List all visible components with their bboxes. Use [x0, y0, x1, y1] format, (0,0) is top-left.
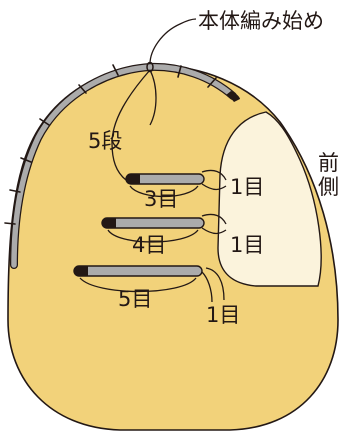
rows-label: 5段	[88, 129, 122, 153]
slot-3-tip	[126, 174, 140, 184]
slot-5-label: 5目	[118, 287, 152, 311]
slot-5-side-line-2	[205, 267, 225, 301]
slot-3-side-line	[201, 169, 227, 181]
band-tick	[20, 157, 32, 163]
slot-4-label: 4目	[132, 233, 166, 257]
start-band	[11, 64, 236, 268]
band-end-tip	[226, 91, 240, 102]
slot-3-side-label: 1目	[230, 175, 264, 199]
slot-4-bar	[101, 217, 205, 229]
slot-5-bar	[73, 265, 203, 277]
slot-3-label: 3目	[144, 187, 178, 211]
front-side-label-1: 前	[318, 151, 339, 175]
slot-4-side-line	[201, 213, 227, 225]
slot-5-bracket	[79, 277, 197, 293]
slot-5	[73, 265, 225, 303]
start-label: 本体編み始め	[198, 9, 324, 33]
slot-5-side-line	[201, 271, 213, 303]
band-tick	[9, 189, 21, 193]
slot-4-side-bracket	[201, 227, 227, 235]
slot-4-tip	[102, 218, 116, 228]
band-tick	[177, 65, 182, 78]
rows-bracket-outer	[149, 69, 157, 126]
slot-3-bracket	[129, 185, 199, 198]
slot-5-tip	[74, 266, 88, 276]
rows-bracket	[111, 69, 151, 181]
slot-5-side-label: 1目	[206, 303, 240, 327]
slot-3	[125, 169, 227, 198]
slot-4-side-label: 1目	[230, 233, 264, 257]
front-panel	[217, 111, 322, 287]
band-tick	[207, 77, 217, 88]
slot-3-side-bracket	[201, 183, 227, 191]
band-tick	[4, 222, 16, 225]
band-tick	[112, 64, 119, 76]
band-tick	[39, 118, 50, 126]
band-ticks	[4, 64, 217, 225]
front-side-label-2: 側	[318, 175, 339, 199]
band-tick	[78, 84, 87, 94]
start-leader-line	[149, 18, 197, 65]
slot-4-bracket	[107, 229, 199, 243]
slot-4	[101, 213, 227, 243]
